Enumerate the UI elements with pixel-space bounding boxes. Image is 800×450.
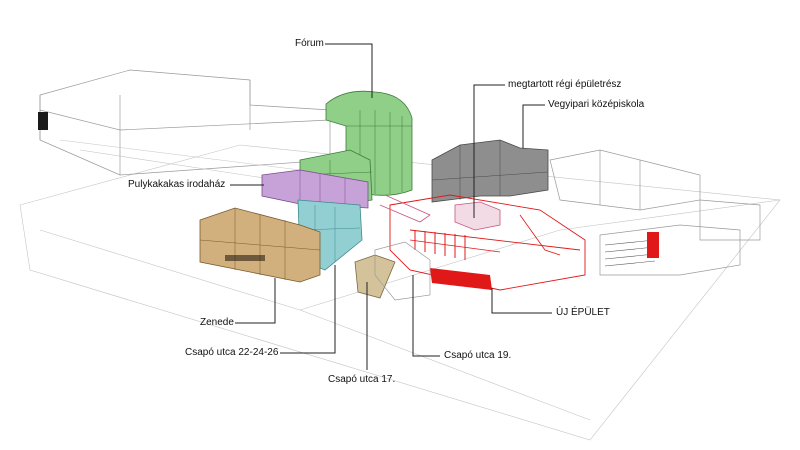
east-block-windows — [604, 239, 656, 267]
uj-epulet-building — [379, 194, 586, 291]
red-ground-wall — [430, 268, 492, 290]
label-pulykakakas: Pulykakakas irodaház — [128, 179, 226, 190]
white-block-northwest — [38, 69, 331, 186]
label-uj-epulet: ÚJ ÉPÜLET — [556, 307, 610, 318]
leader-forum — [325, 43, 373, 98]
label-forum: Fórum — [295, 38, 324, 49]
white-blocks-east — [549, 149, 761, 276]
label-csapo-19: Csapó utca 19. — [444, 350, 512, 361]
label-vegyipari: Vegyipari középiskola — [548, 99, 645, 110]
zenede-building — [199, 207, 321, 283]
retained-old-part — [454, 201, 501, 231]
pulykakakas-building — [261, 169, 369, 209]
dark-windows — [38, 112, 48, 130]
label-csapo-17: Csapó utca 17. — [328, 374, 396, 385]
leader-megtartott — [473, 84, 505, 218]
ground-plane — [19, 144, 781, 441]
vegyipari-building — [431, 139, 549, 203]
label-csapo-22: Csapó utca 22-24-26 — [185, 347, 279, 358]
leader-csapo-19 — [412, 275, 440, 357]
leader-csapo-22 — [280, 265, 336, 354]
uj-epulet-columns — [414, 230, 466, 260]
leader-vegyipari — [522, 104, 545, 148]
leader-zenede — [235, 278, 276, 324]
label-megtartott: megtartott régi épületrész — [508, 79, 622, 90]
csapo-17-building — [354, 254, 396, 299]
label-zenede: Zenede — [200, 317, 234, 328]
csapo-19-building — [374, 241, 431, 301]
red-facade-east — [647, 232, 659, 258]
leader-lines — [230, 43, 552, 370]
leader-uj-epulet — [491, 288, 552, 314]
